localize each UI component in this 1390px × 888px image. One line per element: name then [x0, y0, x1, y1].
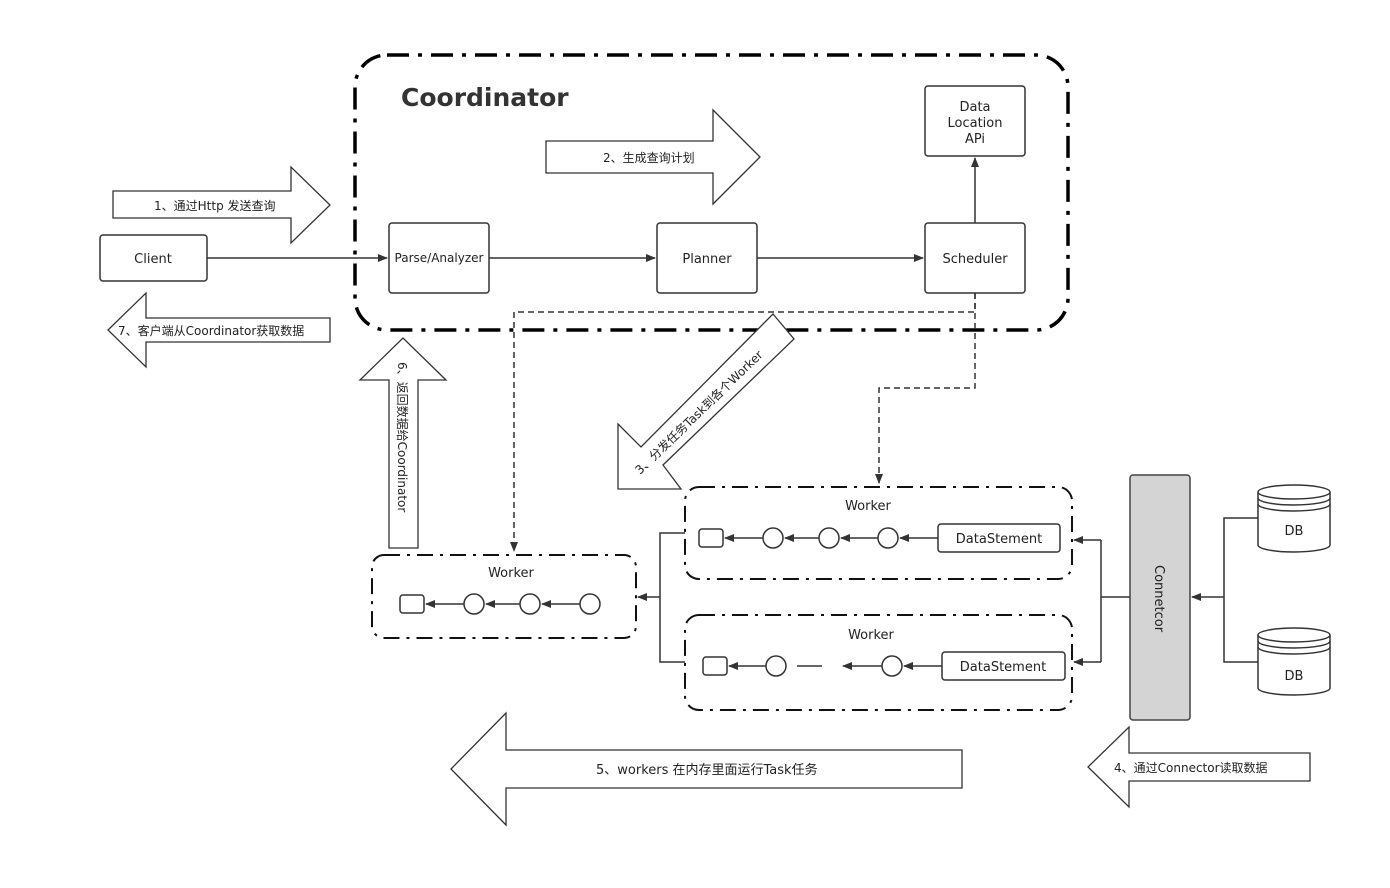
data-location-line-3: APi — [965, 132, 985, 147]
step2-label: 2、生成查询计划 — [603, 151, 695, 165]
top-worker-task-node — [762, 527, 784, 549]
top-worker-title: Worker — [845, 499, 891, 514]
db-cylinder-bottom: DB — [1257, 627, 1331, 696]
data-location-line-2: Location — [948, 116, 1003, 131]
coordinator-title: Coordinator — [401, 83, 569, 112]
parse-analyzer-label: Parse/Analyzer — [395, 251, 484, 265]
step7-label: 7、客户端从Coordinator获取数据 — [118, 323, 304, 338]
step5-label: 5、workers 在内存里面运行Task任务 — [596, 762, 818, 778]
scheduler-label: Scheduler — [942, 252, 1008, 267]
step2-arrow — [545, 108, 761, 206]
top-worker-datastatement-label: DataStement — [956, 532, 1042, 547]
bottom-worker-title: Worker — [848, 628, 894, 643]
top-worker-task-node — [877, 527, 899, 549]
step3-arrow — [617, 313, 795, 490]
left-worker-task-node — [519, 593, 541, 615]
bottom-worker-output-node — [702, 656, 728, 676]
left-worker-title: Worker — [488, 566, 534, 581]
dispatch-to-top-worker — [875, 293, 976, 484]
coordinator-container — [353, 53, 1070, 332]
step1-arrow — [112, 165, 331, 245]
bottom-worker-datastatement-label: DataStement — [960, 660, 1046, 675]
step6-label: 6、返回数据给Coordinator — [395, 362, 410, 512]
step1-label: 1、通过Http 发送查询 — [154, 198, 276, 213]
left-worker-container — [371, 554, 637, 639]
db-label-bottom: DB — [1285, 669, 1304, 684]
db-cylinder-top: DB — [1257, 484, 1331, 553]
planner-label: Planner — [682, 252, 732, 267]
step4-arrow — [1087, 725, 1311, 809]
client-label: Client — [134, 252, 172, 267]
db-to-connector-connector — [1223, 517, 1258, 663]
bottom-worker-task-node — [881, 655, 903, 677]
left-worker-task-node — [579, 593, 601, 615]
data-location-line-1: Data — [959, 100, 990, 115]
connector-to-workers-connector — [1100, 540, 1130, 598]
left-worker-task-node — [463, 593, 485, 615]
bottom-worker-task-node — [765, 655, 787, 677]
db-label-top: DB — [1285, 524, 1304, 539]
step3-label: 3、分发任务Task到各个Worker — [632, 347, 766, 477]
top-worker-task-node — [818, 527, 840, 549]
step7-arrow — [107, 291, 331, 369]
data-location-api-box — [924, 85, 1026, 157]
top-worker-container — [684, 486, 1073, 580]
step5-arrow — [450, 711, 963, 827]
step4-label: 4、通过Connector读取数据 — [1114, 760, 1268, 775]
connector-label: Connetcor — [1151, 565, 1166, 633]
workers-to-left-worker-connector — [659, 532, 685, 663]
left-worker-output-node — [399, 594, 425, 614]
bottom-worker-container — [684, 614, 1073, 711]
top-worker-output-node — [698, 528, 724, 548]
step6-arrow — [358, 337, 448, 549]
